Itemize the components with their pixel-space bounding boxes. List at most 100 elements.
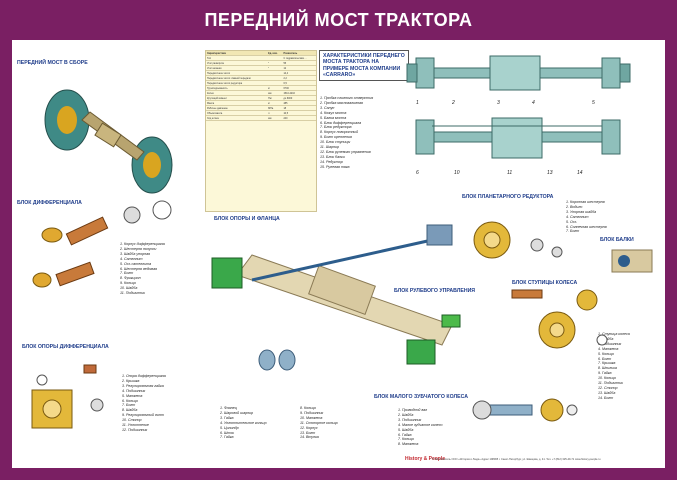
planetary-illustration <box>473 221 563 259</box>
legend-item: 14. Втулка <box>300 435 319 440</box>
legend-item: 10. Шайба <box>120 286 138 291</box>
spec-cell: до 6000 <box>282 95 316 101</box>
spec-cell: 485 <box>282 100 316 106</box>
legend-item: 2. Шаровой шарнир <box>220 410 254 415</box>
top-view-axle-illustration <box>406 55 631 91</box>
legend-item: 3. Подшипник <box>598 341 622 346</box>
legend-item: 7. Болт <box>566 229 580 234</box>
assembled-axle-illustration <box>44 89 173 194</box>
legend-item: 11. Подшипник <box>120 291 145 296</box>
spec-cell: л <box>267 110 283 116</box>
spec-cell: Угол качания <box>206 65 268 71</box>
spec-cell <box>267 55 283 61</box>
legend-item: 5. Цилиндр <box>220 425 239 430</box>
spec-cell: кг <box>267 85 283 91</box>
legend-item: 8. Корпус поворотный <box>320 130 359 135</box>
legend-item: 2. Крышка <box>122 378 140 383</box>
spec-cell: 6700 <box>282 85 316 91</box>
svg-text:10: 10 <box>454 170 460 176</box>
legend-item: 10. Блок ступицы <box>320 140 351 145</box>
legend-item: 12. Стопор <box>598 385 618 390</box>
spec-cell: С гидравлическим ... <box>282 55 316 61</box>
spec-cell: Грузоподъёмность <box>206 85 268 91</box>
small-gear-illustration <box>472 398 578 422</box>
legend-item: 1. Корпус дифференциала <box>120 242 165 246</box>
legend-item: 6. Болт <box>598 356 612 361</box>
legend-item: 13. Шайба <box>598 390 616 395</box>
diff-support-parts-illustration <box>31 364 104 429</box>
legend-item: 8. Кольцо <box>300 406 317 410</box>
legend-item: 4. Сателлит <box>120 256 143 261</box>
legend-item: 8. Шайба <box>122 408 138 413</box>
hub-illustration <box>511 289 608 349</box>
spec-cell: МПа <box>267 105 283 111</box>
legend-item: 5. Шайба <box>398 427 414 432</box>
svg-text:14: 14 <box>577 170 583 176</box>
footer-text: © Изготовитель ООО «История и Люди» Адре… <box>432 458 601 461</box>
legend-item: 3. Подшипник <box>398 417 422 422</box>
svg-text:13: 13 <box>547 170 553 176</box>
front-view-axle-illustration <box>415 117 621 159</box>
legend-item: 5. Манжета <box>122 393 143 398</box>
spec-cell <box>267 70 283 76</box>
legend-item: 9. Гайка <box>598 371 612 376</box>
spec-row: Угол качания°12 <box>206 65 316 71</box>
content-sheet: ПЕРЕДНИЙ МОСТ В СБОРЕ БЛОК ДИФФЕРЕНЦИАЛА… <box>12 40 665 468</box>
svg-text:11: 11 <box>507 170 512 176</box>
legend-item: 6. Гайка <box>398 432 412 437</box>
section-flange-support: БЛОК ОПОРЫ И ФЛАНЦА <box>214 216 280 222</box>
spec-cell: 2,2 <box>282 75 316 81</box>
legend-item: 1. Ступица колеса <box>598 332 630 336</box>
legend-item: 11. Шарнир <box>320 145 340 150</box>
spec-callout: ХАРАКТЕРИСТИКИ ПЕРЕДНЕГО МОСТА ТРАКТОРА … <box>319 50 409 82</box>
page-title: ПЕРЕДНИЙ МОСТ ТРАКТОРА <box>204 10 473 30</box>
legend-item: 12. Корпус <box>300 425 318 430</box>
legend-item: 9. Кольцо <box>120 281 137 286</box>
spec-cell: Передаточное число <box>206 70 268 76</box>
svg-text:3: 3 <box>497 100 500 106</box>
legend-item: 5. Кольцо <box>598 351 615 356</box>
legend-item: 6. Шестерня ведомая <box>120 266 158 271</box>
spec-cell: Тип <box>206 55 268 61</box>
svg-text:1: 1 <box>416 100 419 106</box>
legend-item: 2. Шайба <box>398 412 414 417</box>
legend-item: 4. Подшипник <box>122 388 146 393</box>
legend-item: 3. Регулировочная гайка <box>122 383 164 388</box>
spec-cell: Колея <box>206 90 268 96</box>
spec-cell: Масса <box>206 100 268 106</box>
legend-item: 9. Подшипник <box>300 410 324 415</box>
legend-item: 1. Фланец <box>220 406 237 410</box>
spec-cell: Рабочее давление <box>206 105 268 111</box>
spec-row: Тип С гидравлическим ... <box>206 55 316 61</box>
brand-logo: History & People <box>405 456 446 462</box>
section-beam: БЛОК БАЛКИ <box>600 237 634 243</box>
legend-item: 9. Болт крепления <box>320 135 352 140</box>
legend-item: 3. Упорная шайба <box>566 209 597 214</box>
legend-item: 6. Кольцо <box>122 398 139 403</box>
differential-parts-illustration <box>32 200 172 288</box>
legend-item: 4. Малое зубчатое колесо <box>398 422 443 427</box>
legend-item: 2. Шестерня полуоси <box>120 246 157 251</box>
legend-item: 7. Кольцо <box>398 437 415 442</box>
beam-illustration <box>611 249 653 273</box>
svg-text:2: 2 <box>451 100 455 106</box>
svg-text:5: 5 <box>592 100 595 106</box>
svg-text:6: 6 <box>416 170 419 176</box>
legend-item: 13. Болт <box>300 430 316 435</box>
